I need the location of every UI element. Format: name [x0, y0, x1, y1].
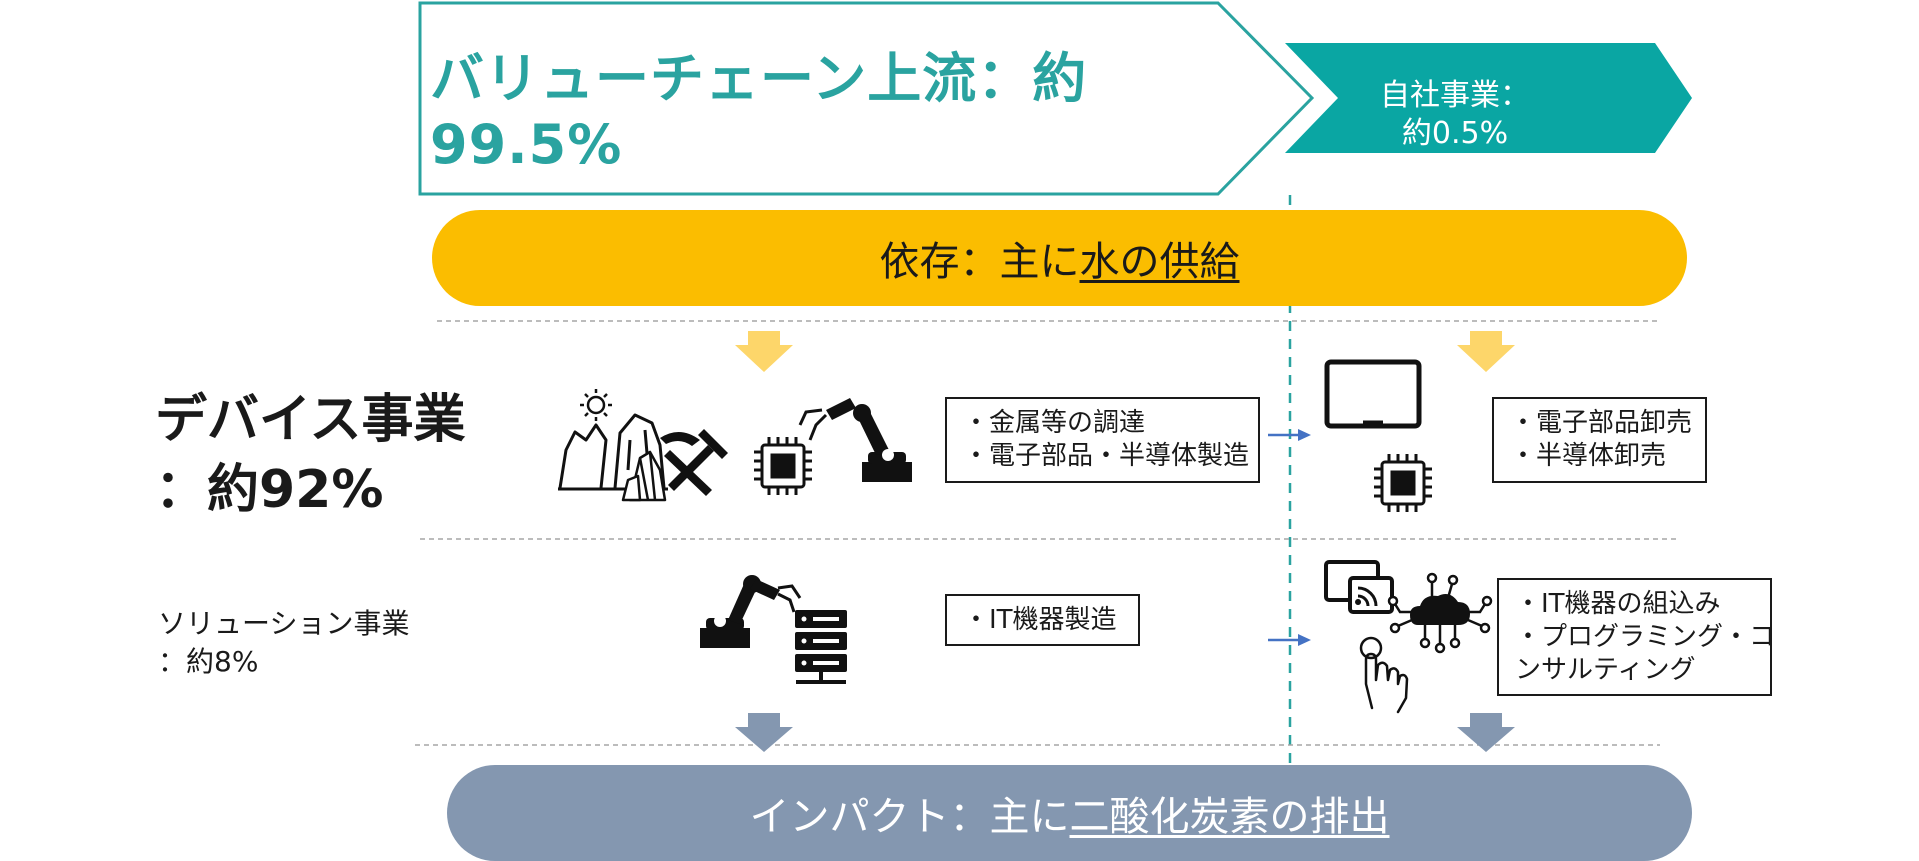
solution-upstream-box: ・IT機器製造 — [945, 594, 1140, 646]
solution-own-item: ・IT機器の組込み — [1515, 589, 1721, 619]
touch-hand-icon — [1359, 636, 1409, 714]
upstream-label: バリューチェーン上流：約99.5% — [430, 47, 1088, 176]
solution-own-box: ・IT機器の組込み ・プログラミング・コ ンサルティング — [1497, 578, 1776, 696]
device-own-box: ・電子部品卸売 ・半導体卸売 — [1492, 397, 1707, 483]
device-segment-title-line2: ：約92% — [155, 460, 384, 520]
solution-segment-title-line2: ：約8% — [158, 645, 259, 678]
own-business-label-line1: 自社事業： — [1380, 78, 1530, 113]
own-business-label-line2: 約0.5% — [1401, 116, 1509, 151]
dependency-highlight: 水の供給 — [1079, 239, 1240, 285]
dependency-prefix: 依存：主に — [879, 239, 1080, 285]
device-upstream-item: ・金属等の調達 — [963, 408, 1146, 438]
crystal-icon — [621, 450, 667, 502]
impact-bar: インパクト：主に二酸化炭素の排出 — [447, 765, 1692, 861]
impact-arrow-left — [735, 713, 793, 752]
dependency-bar: 依存：主に水の供給 — [432, 210, 1687, 306]
server-rack-icon — [795, 610, 847, 684]
dependency-arrow-right — [1457, 331, 1515, 372]
impact-arrow-right — [1457, 713, 1515, 752]
flow-arrow-device — [1268, 429, 1311, 441]
solution-segment-title: ソリューション事業 ：約8% — [158, 605, 409, 681]
device-own-item: ・半導体卸売 — [1510, 441, 1667, 471]
robot-arm-icon — [798, 398, 912, 482]
hammer-pickaxe-icon — [660, 429, 728, 496]
robot-arm-icon — [700, 575, 802, 648]
own-business-chevron — [1285, 43, 1692, 153]
device-upstream-item: ・電子部品・半導体製造 — [963, 441, 1250, 471]
device-own-item: ・電子部品卸売 — [1510, 408, 1693, 438]
solution-upstream-item: ・IT機器製造 — [963, 605, 1117, 635]
impact-highlight: 二酸化炭素の排出 — [1069, 794, 1390, 840]
device-segment-title-line1: デバイス事業 — [155, 390, 466, 450]
sun-icon — [580, 389, 612, 421]
flow-arrow-solution — [1268, 634, 1311, 646]
solution-segment-title-line1: ソリューション事業 — [158, 607, 410, 640]
upstream-chevron — [418, 1, 1315, 196]
solution-own-item: ・プログラミング・コ — [1515, 622, 1776, 652]
chip-icon — [1374, 454, 1432, 512]
cloud-network-icon — [1387, 572, 1493, 654]
dependency-arrow-left — [735, 331, 793, 372]
own-business-label: 自社事業： 約0.5% — [1305, 60, 1605, 170]
cast-screen-icon — [1324, 560, 1394, 614]
chip-icon — [754, 437, 812, 495]
device-upstream-box: ・金属等の調達 ・電子部品・半導体製造 — [945, 397, 1260, 483]
tablet-icon — [1324, 359, 1422, 429]
impact-prefix: インパクト：主に — [749, 794, 1070, 840]
solution-own-item: ンサルティング — [1515, 655, 1696, 685]
device-segment-title: デバイス事業 ：約92% — [155, 385, 465, 525]
